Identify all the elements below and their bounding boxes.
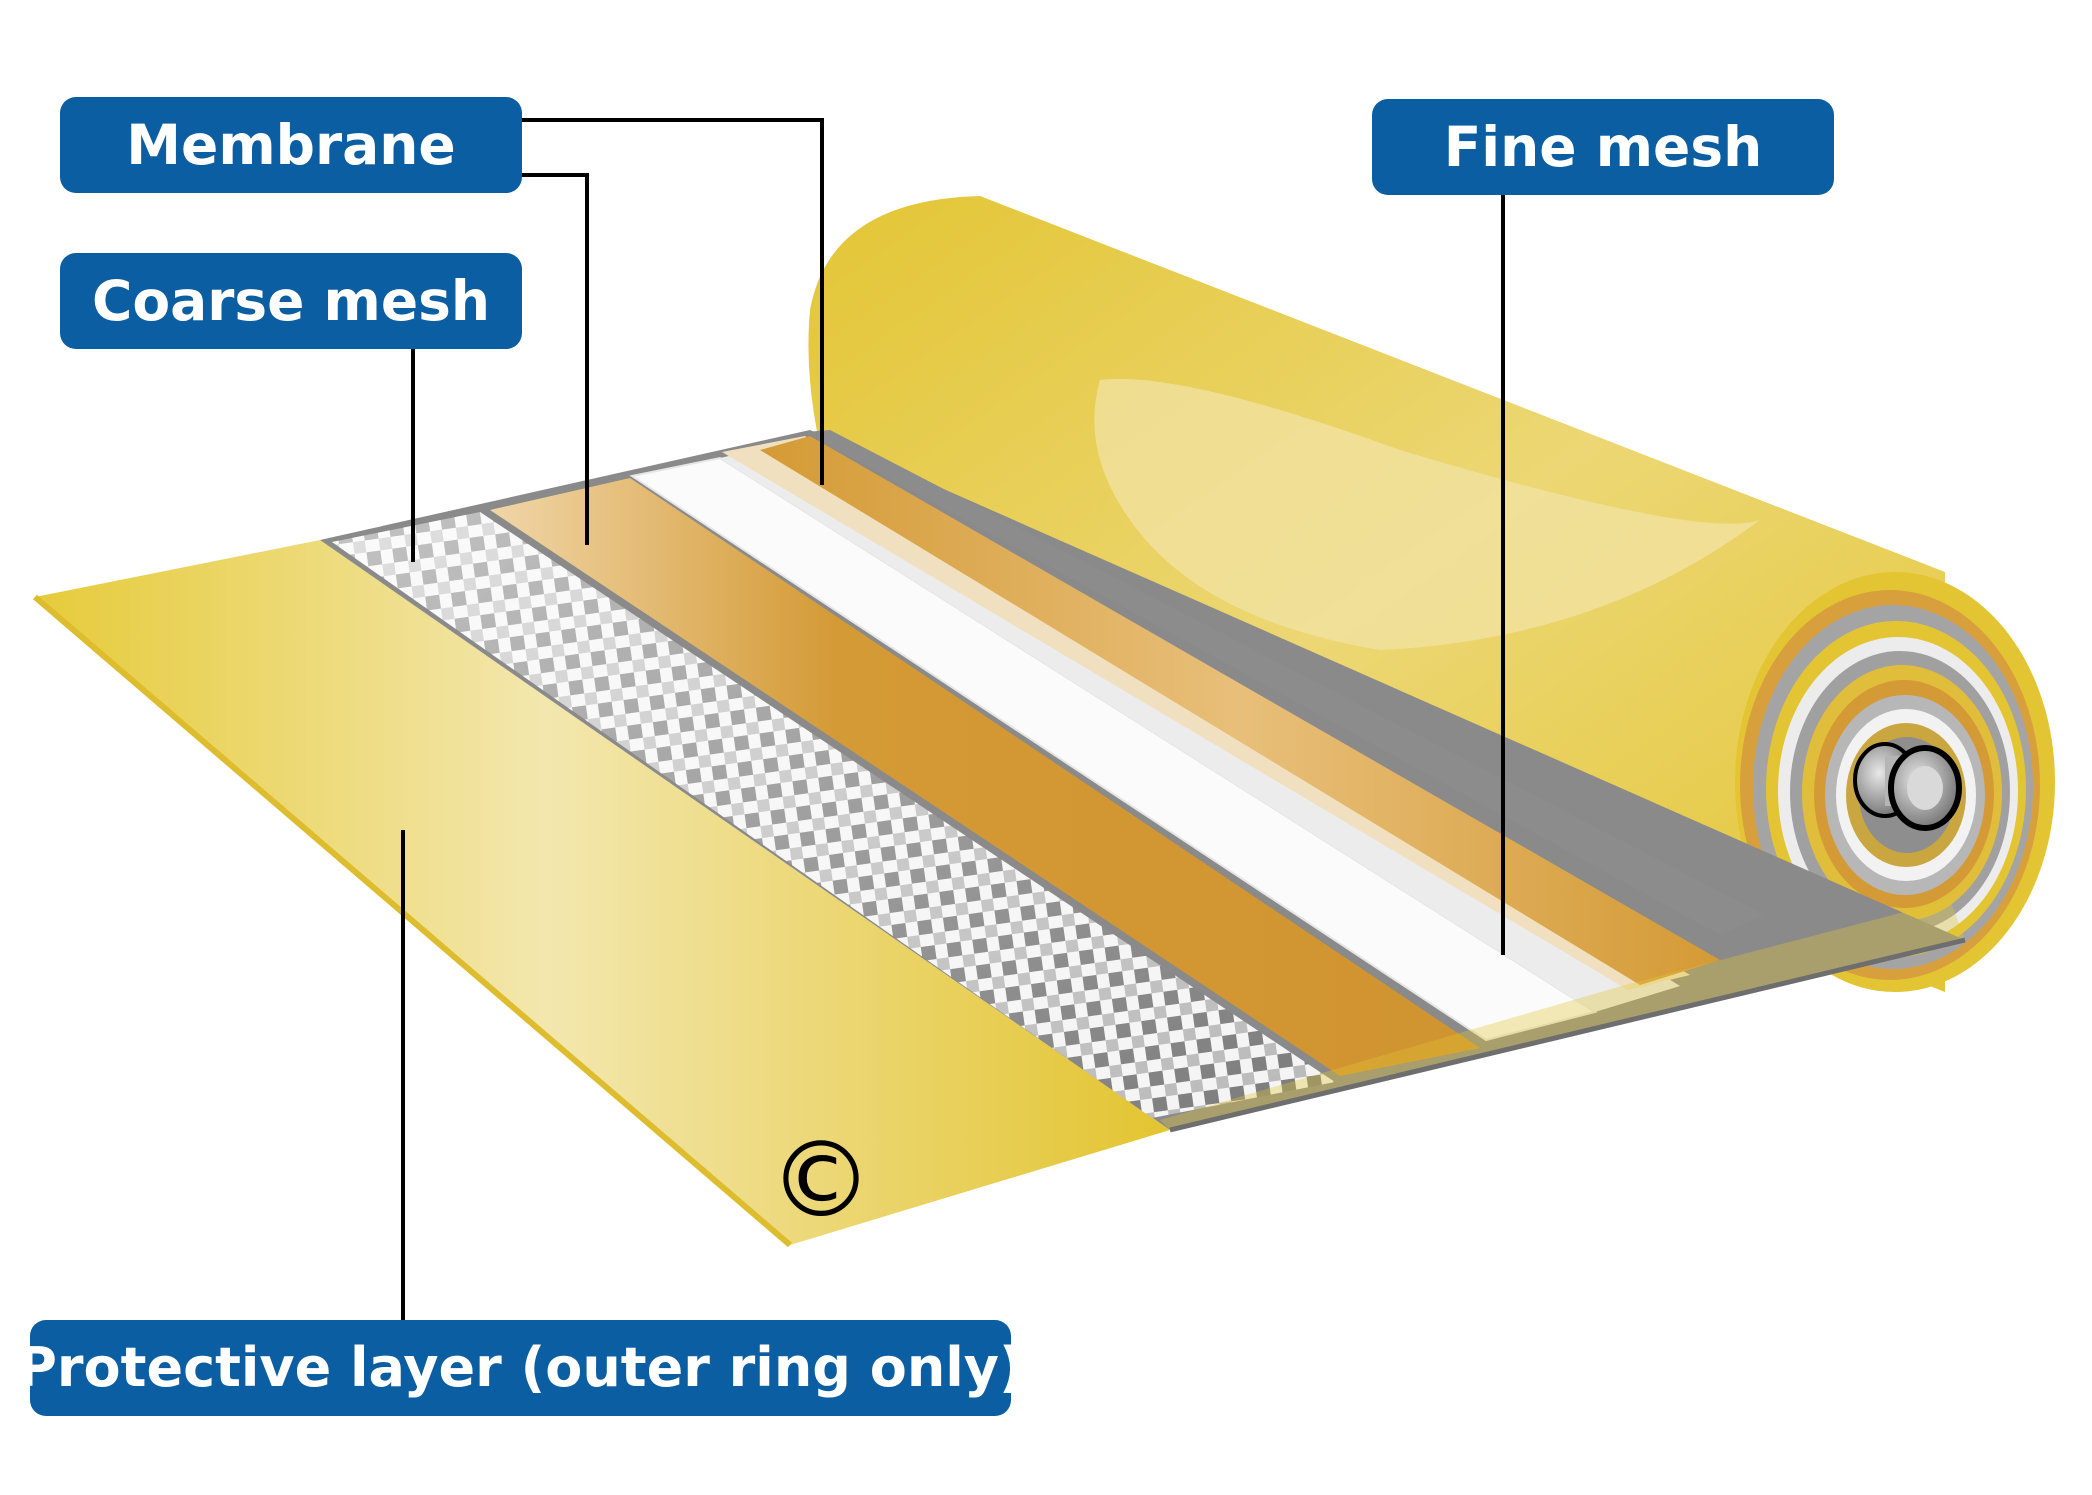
leader-lines bbox=[401, 118, 1505, 1320]
membrane-leader-inner bbox=[522, 173, 589, 545]
fine-mesh-label: Fine mesh bbox=[1372, 99, 1834, 195]
permeate-tube bbox=[1853, 742, 1962, 831]
protective-layer-label: Protective layer (outer ring only) bbox=[17, 1320, 1024, 1416]
membrane-label: Membrane bbox=[60, 97, 522, 193]
membrane-leader-outer bbox=[522, 118, 824, 485]
protective-layer-sheet bbox=[35, 540, 1170, 1245]
copyright-icon: © bbox=[769, 1119, 873, 1241]
roll-highlight bbox=[1094, 378, 1760, 650]
unrolled-sheet bbox=[33, 430, 1966, 1248]
membrane-layer bbox=[490, 478, 1480, 1076]
coarse-mesh-label: Coarse mesh bbox=[60, 253, 522, 349]
